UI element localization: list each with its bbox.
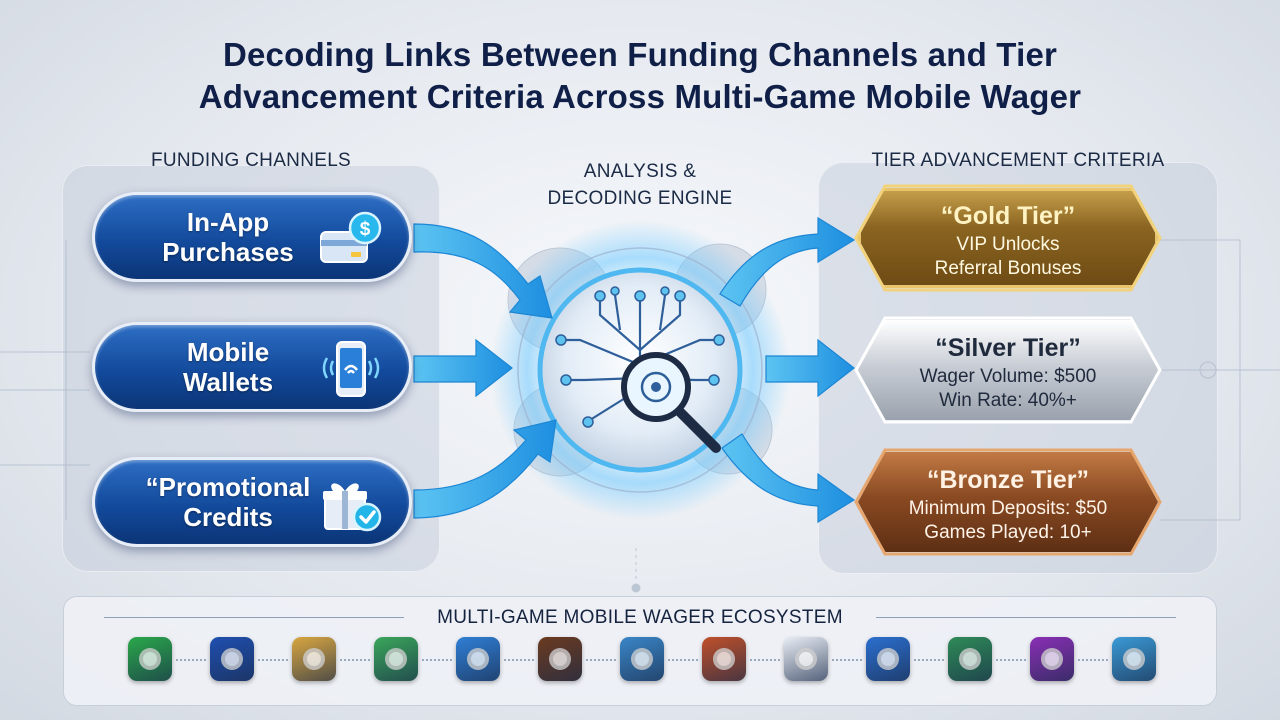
slot-reels-icon[interactable] xyxy=(538,637,582,681)
ecosystem-bar: MULTI-GAME MOBILE WAGER ECOSYSTEM xyxy=(63,596,1217,706)
tier-criterion: Wager Volume: $500 xyxy=(919,366,1097,387)
connector-dots xyxy=(914,659,944,661)
connector-dots xyxy=(996,659,1026,661)
poker-chip-green-icon[interactable] xyxy=(128,637,172,681)
sports-car-icon[interactable] xyxy=(620,637,664,681)
icon-glyph xyxy=(713,648,735,670)
funding-channels-label: FUNDING CHANNELS xyxy=(150,150,352,171)
connector-dots xyxy=(340,659,370,661)
tier-bronze: “Bronze Tier” Minimum Deposits: $50 Game… xyxy=(858,452,1158,552)
target-game-icon[interactable] xyxy=(1112,637,1156,681)
tier-criterion: Win Rate: 40%+ xyxy=(939,390,1077,411)
tier-criterion: Games Played: 10+ xyxy=(924,522,1092,543)
divider xyxy=(876,617,1176,618)
puzzle-blocks-icon[interactable] xyxy=(784,637,828,681)
engine-ring xyxy=(517,247,763,493)
icon-glyph xyxy=(221,648,243,670)
icon-glyph xyxy=(795,648,817,670)
ecosystem-label: MULTI-GAME MOBILE WAGER ECOSYSTEM xyxy=(437,607,843,628)
funding-line-2: Purchases xyxy=(162,237,294,267)
page-title: Decoding Links Between Funding Channels … xyxy=(40,34,1240,118)
connector-dots xyxy=(176,659,206,661)
credit-card-coin-icon: $ xyxy=(320,211,382,263)
arrow-in-wallets xyxy=(413,338,513,398)
smartphone-contactless-icon xyxy=(322,341,380,397)
arrow-out-bronze xyxy=(721,433,856,524)
connector-dots xyxy=(832,659,862,661)
tier-gold: “Gold Tier” VIP Unlocks Referral Bonuses xyxy=(858,188,1158,288)
circuit-nodes xyxy=(555,286,725,428)
connector-dots xyxy=(422,659,452,661)
icon-glyph xyxy=(303,648,325,670)
tier-criteria-label: TIER ADVANCEMENT CRITERIA xyxy=(871,150,1165,171)
engine-label: ANALYSIS & DECODING ENGINE xyxy=(510,158,770,212)
connector-dots xyxy=(750,659,780,661)
arrow-in-purchases xyxy=(413,223,553,319)
connector-dots xyxy=(586,659,616,661)
divider xyxy=(104,617,404,618)
engine-label-line-1: ANALYSIS & xyxy=(583,161,697,182)
gem-game-icon[interactable] xyxy=(1030,637,1074,681)
circuit-lines xyxy=(0,239,1280,593)
poker-chip-red-icon[interactable] xyxy=(210,637,254,681)
funding-line-1: In-App xyxy=(186,207,270,237)
output-arrows xyxy=(719,216,856,524)
funding-line-2: Credits xyxy=(183,502,273,532)
gift-check-icon xyxy=(323,483,382,532)
icon-glyph xyxy=(631,648,653,670)
engine-label-line-2: DECODING ENGINE xyxy=(547,188,733,209)
tier-title: “Bronze Tier” xyxy=(926,466,1090,494)
slot-machine-icon[interactable] xyxy=(292,637,336,681)
icon-glyph xyxy=(385,648,407,670)
icon-glyph xyxy=(1041,648,1063,670)
tier-criterion: VIP Unlocks xyxy=(956,234,1060,255)
title-line-2: Advancement Criteria Across Multi-Game M… xyxy=(198,78,1082,115)
tier-silver: “Silver Tier” Wager Volume: $500 Win Rat… xyxy=(858,320,1158,420)
red-car-icon[interactable] xyxy=(456,637,500,681)
icon-glyph xyxy=(1123,648,1145,670)
game-icon-row xyxy=(64,637,1216,685)
yellow-car-icon[interactable] xyxy=(866,637,910,681)
tier-title: “Silver Tier” xyxy=(935,334,1081,362)
title-line-1: Decoding Links Between Funding Channels … xyxy=(222,36,1058,73)
connector-dots xyxy=(668,659,698,661)
connector-dots xyxy=(504,659,534,661)
icon-glyph xyxy=(467,648,489,670)
arrow-out-silver xyxy=(765,338,855,398)
input-arrows xyxy=(413,223,557,519)
icon-glyph xyxy=(139,648,161,670)
funding-line-2: Wallets xyxy=(182,367,274,397)
svg-text:$: $ xyxy=(360,219,371,240)
tier-criterion: Referral Bonuses xyxy=(934,258,1082,279)
arrow-out-gold xyxy=(719,216,856,307)
icon-glyph xyxy=(549,648,571,670)
connector-dots xyxy=(1078,659,1108,661)
connector-dots xyxy=(258,659,288,661)
character-game-icon[interactable] xyxy=(948,637,992,681)
arrow-in-promotional xyxy=(413,419,557,519)
tier-title: “Gold Tier” xyxy=(940,202,1076,230)
funding-line-1: Mobile xyxy=(186,337,270,367)
magnifier-icon xyxy=(621,352,721,453)
tier-criterion: Minimum Deposits: $50 xyxy=(908,498,1108,519)
racing-game-icon[interactable] xyxy=(374,637,418,681)
funding-line-1: “Promotional xyxy=(145,472,311,502)
icon-glyph xyxy=(959,648,981,670)
adventure-game-icon[interactable] xyxy=(702,637,746,681)
icon-glyph xyxy=(877,648,899,670)
